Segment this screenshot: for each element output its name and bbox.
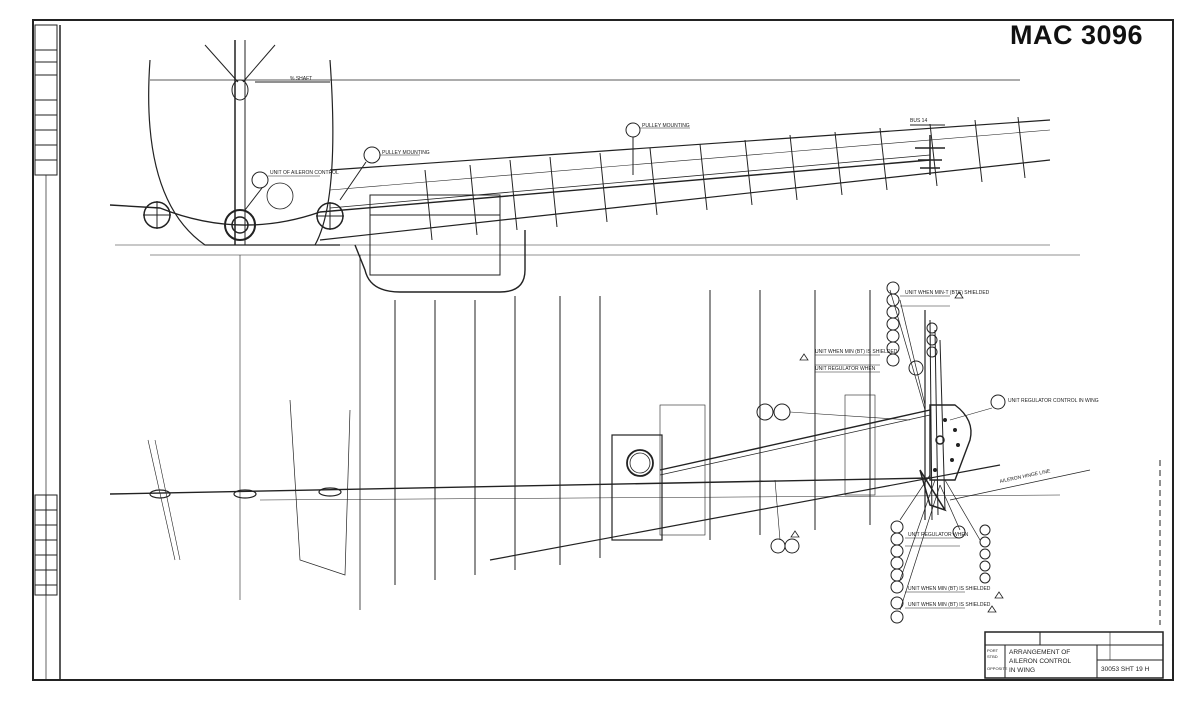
cable-note-2: UNIT WHEN MIN (BT) IS SHIELDED [815, 349, 898, 355]
side-label-stbd: STBD [987, 654, 998, 659]
aileron-hinge-label: AILERON HINGE LINE [999, 468, 1051, 485]
lower-wing-view [109, 254, 1161, 625]
cable-note-4: UNIT WHEN MIN (BT) IS SHIELDED [908, 602, 991, 608]
sheet-border [32, 19, 1174, 681]
revision-strip [34, 24, 58, 680]
drawing-identifier: MAC 3096 [1010, 20, 1144, 50]
lower-callouts [756, 281, 1006, 624]
unit-aileron-control-label: UNIT OF AILERON CONTROL [270, 170, 339, 176]
upper-wing-view [109, 40, 1051, 293]
cable-note-5: UNIT REGULATOR WHEN [908, 532, 969, 538]
drawing-number: 30053 SHT 19 H [1101, 666, 1150, 673]
side-label-opposite: OPPOSITE [987, 666, 1008, 671]
bus-label: BUS 14 [910, 118, 927, 124]
shaft-label: % SHAFT [290, 76, 312, 82]
cable-note-1: UNIT WHEN MIN-T (BTS) SHIELDED [905, 290, 990, 296]
title-line-1: ARRANGEMENT OF [1009, 649, 1070, 656]
title-line-3: IN WING [1009, 667, 1035, 674]
pulley-mounting-top-label: PULLEY MOUNTING [642, 123, 690, 129]
title-line-2: AILERON CONTROL [1009, 658, 1072, 665]
cable-note-6: UNIT REGULATOR WHEN [815, 366, 876, 372]
pulley-mounting-label: PULLEY MOUNTING [382, 150, 430, 156]
upper-callouts [244, 122, 690, 211]
unit-regulator-label: UNIT REGULATOR CONTROL IN WING [1008, 398, 1099, 404]
cable-note-3: UNIT WHEN MIN (BT) IS SHIELDED [908, 586, 991, 592]
side-label-port: PORT [987, 648, 999, 653]
title-block [984, 631, 1164, 679]
